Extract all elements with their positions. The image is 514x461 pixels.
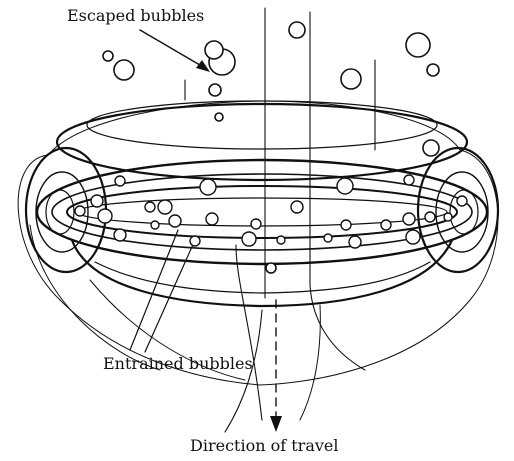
escaped-pointer-line xyxy=(140,30,205,68)
streamline xyxy=(300,305,320,420)
bubble xyxy=(425,212,435,222)
bubble xyxy=(169,215,181,227)
bubble xyxy=(190,236,200,246)
bubble xyxy=(242,232,256,246)
bubble xyxy=(114,229,126,241)
bubble xyxy=(205,41,223,59)
bubble xyxy=(404,175,414,185)
escaped-pointer-arrowhead xyxy=(196,60,210,72)
bubble xyxy=(291,201,303,213)
bubble xyxy=(151,221,159,229)
bubble xyxy=(103,51,113,61)
direction-of-travel-label: Direction of travel xyxy=(190,436,338,455)
entrained-bubbles-label: Entrained bubbles xyxy=(103,354,253,373)
bubble xyxy=(115,176,125,186)
left-section-inner xyxy=(46,190,74,234)
bubble xyxy=(349,236,361,248)
bubble xyxy=(98,209,112,223)
bubble xyxy=(406,230,420,244)
bubble xyxy=(457,196,467,206)
bubble xyxy=(266,263,276,273)
upper-layer-ellipse xyxy=(57,104,467,180)
bubble xyxy=(145,202,155,212)
escaped-bubbles-label: Escaped bubbles xyxy=(67,6,204,25)
bubble xyxy=(209,84,221,96)
lower-layer-curve-2 xyxy=(95,262,430,293)
core-band-center xyxy=(77,198,447,226)
bubble xyxy=(423,140,439,156)
right-section-mid xyxy=(436,172,488,252)
bubble xyxy=(75,206,85,216)
bubble xyxy=(403,213,415,225)
upper-inner-ellipse xyxy=(87,101,437,149)
streamline xyxy=(310,12,365,370)
bubble xyxy=(215,113,223,121)
bubble xyxy=(114,60,134,80)
escaped-bubbles xyxy=(103,22,439,273)
bubble xyxy=(337,178,353,194)
bubble xyxy=(277,236,285,244)
bubble xyxy=(206,213,218,225)
direction-arrowhead xyxy=(270,416,282,432)
bubble xyxy=(91,195,103,207)
bubble xyxy=(251,219,261,229)
bubble xyxy=(289,22,305,38)
bubble xyxy=(341,69,361,89)
streamline xyxy=(236,245,262,420)
bubble xyxy=(444,213,452,221)
bubble xyxy=(381,220,391,230)
bubble xyxy=(324,234,332,242)
outer-envelope-top xyxy=(48,101,460,155)
bubble xyxy=(341,220,351,230)
bubble xyxy=(427,64,439,76)
bubble xyxy=(406,33,430,57)
bubble xyxy=(158,200,172,214)
bubble xyxy=(200,179,216,195)
core-band-inner xyxy=(67,186,457,238)
